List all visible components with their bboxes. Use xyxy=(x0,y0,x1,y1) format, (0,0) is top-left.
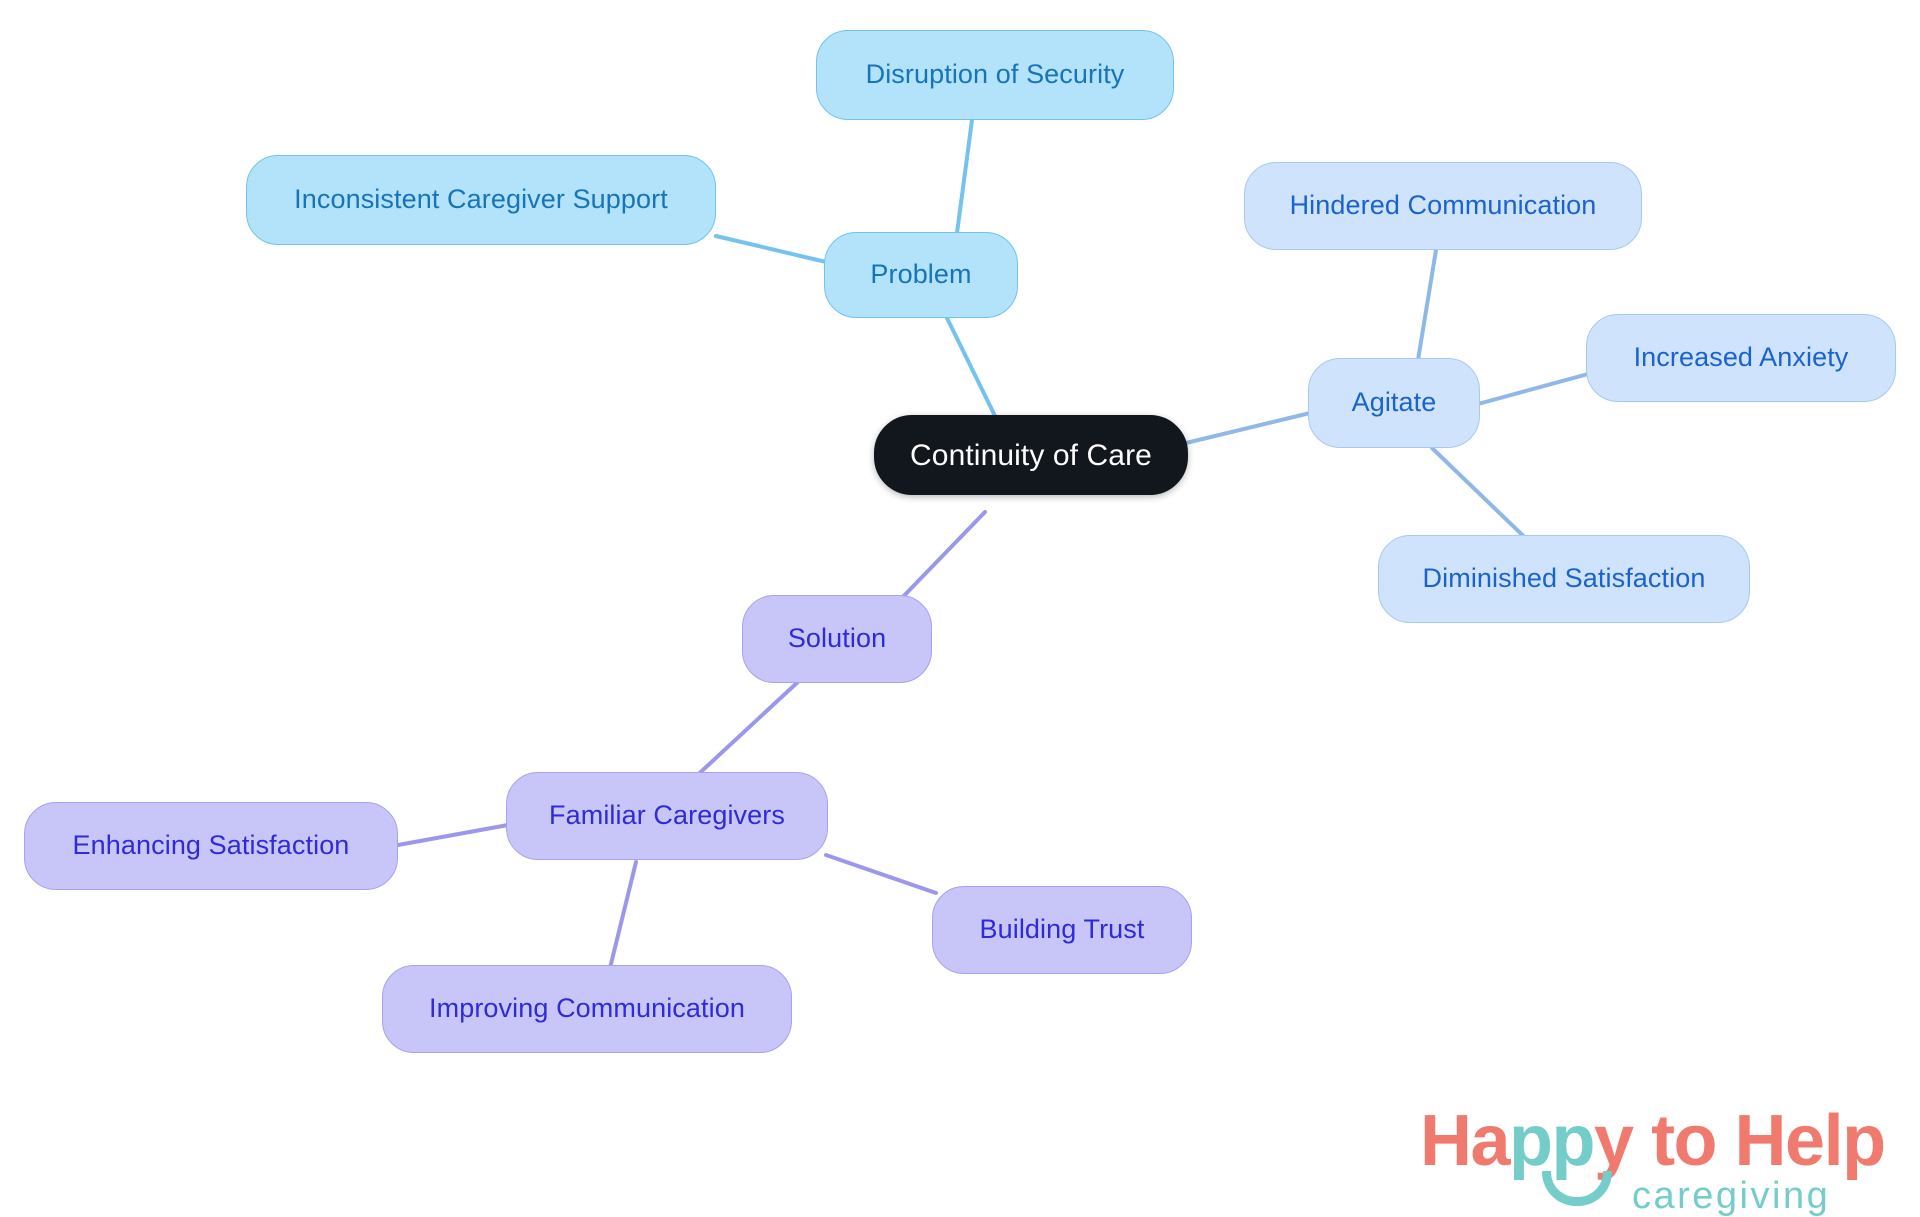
node-building-trust[interactable]: Building Trust xyxy=(932,886,1192,974)
smile-icon xyxy=(1542,1171,1612,1206)
edge-root-to-solution xyxy=(894,510,987,606)
edge-agitate-to-increased-anxiety xyxy=(1476,372,1590,406)
node-agitate[interactable]: Agitate xyxy=(1308,358,1480,448)
node-solution[interactable]: Solution xyxy=(742,595,932,683)
node-label-problem: Problem xyxy=(870,259,972,290)
node-diminished-satisfaction[interactable]: Diminished Satisfaction xyxy=(1378,535,1750,623)
node-label-hindered-communication: Hindered Communication xyxy=(1289,190,1597,221)
edge-root-to-problem xyxy=(945,316,999,422)
node-label-familiar-caregivers: Familiar Caregivers xyxy=(549,800,785,831)
node-hindered-communication[interactable]: Hindered Communication xyxy=(1244,162,1642,250)
brand-word-pp: pp xyxy=(1509,1101,1595,1181)
node-label-inconsistent-caregiver-support: Inconsistent Caregiver Support xyxy=(294,184,668,215)
edge-agitate-to-hindered xyxy=(1416,248,1438,362)
node-label-building-trust: Building Trust xyxy=(979,914,1145,945)
node-inconsistent-caregiver-support[interactable]: Inconsistent Caregiver Support xyxy=(246,155,716,245)
edge-root-to-agitate xyxy=(1184,411,1312,445)
brand-tagline: caregiving xyxy=(1632,1175,1831,1217)
node-label-disruption-of-security: Disruption of Security xyxy=(865,59,1125,90)
brand-word-happy-end: y to Help xyxy=(1594,1101,1886,1181)
node-problem[interactable]: Problem xyxy=(824,232,1018,318)
edge-solution-to-familiar xyxy=(688,678,802,784)
edge-familiar-to-improving xyxy=(608,860,638,970)
node-label-diminished-satisfaction: Diminished Satisfaction xyxy=(1422,563,1706,594)
node-label-solution: Solution xyxy=(787,623,887,654)
node-label-increased-anxiety: Increased Anxiety xyxy=(1633,342,1849,373)
node-label-enhancing-satisfaction: Enhancing Satisfaction xyxy=(72,830,350,861)
brand-logo: Happy to Help caregiving xyxy=(1420,1105,1890,1215)
brand-word-happy-start: Ha xyxy=(1420,1101,1511,1181)
edge-familiar-to-enhancing xyxy=(396,823,510,847)
edge-problem-to-disruption xyxy=(953,118,974,250)
node-disruption-of-security[interactable]: Disruption of Security xyxy=(816,30,1174,120)
edge-problem-to-inconsistent xyxy=(714,234,828,264)
brand-wordmark: Happy to Help xyxy=(1420,1105,1886,1177)
node-label-improving-communication: Improving Communication xyxy=(429,993,745,1024)
node-increased-anxiety[interactable]: Increased Anxiety xyxy=(1586,314,1896,402)
node-label-agitate: Agitate xyxy=(1351,387,1437,418)
node-label-root: Continuity of Care xyxy=(910,438,1152,472)
node-familiar-caregivers[interactable]: Familiar Caregivers xyxy=(506,772,828,860)
node-continuity-of-care[interactable]: Continuity of Care xyxy=(874,415,1188,495)
edge-familiar-to-building-trust xyxy=(824,853,938,895)
node-enhancing-satisfaction[interactable]: Enhancing Satisfaction xyxy=(24,802,398,890)
node-improving-communication[interactable]: Improving Communication xyxy=(382,965,792,1053)
